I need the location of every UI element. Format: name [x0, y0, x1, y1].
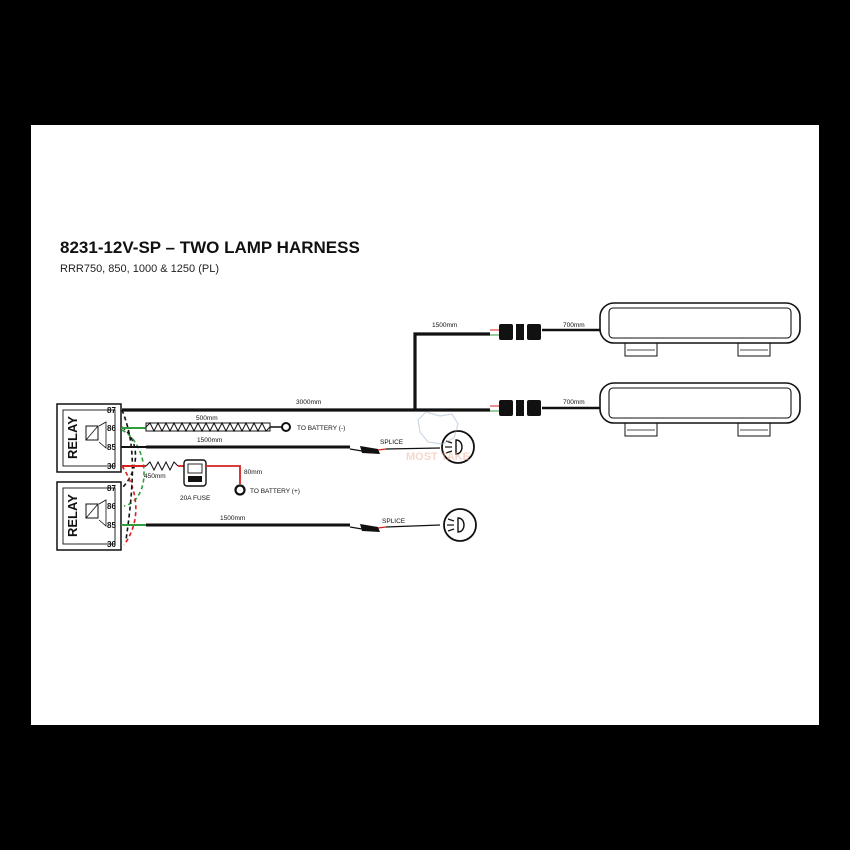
length-fuse-lead: 450mm [144, 473, 166, 480]
relay-label: RELAY [65, 494, 80, 537]
relay-pin: 85 [107, 521, 116, 530]
relay-jumpers [121, 409, 145, 546]
svg-text:MOST TAKE: MOST TAKE [406, 451, 470, 463]
relay-pin: 86 [107, 424, 116, 433]
relay-2: RELAY 87 86 85 30 [56, 481, 122, 551]
watermark-logo: MOST TAKE [406, 411, 470, 463]
length-lamp1-lead: 700mm [563, 322, 585, 329]
ring-terminal-icon [234, 484, 246, 496]
length-battery-pos: 80mm [244, 469, 262, 476]
label-to-battery-pos: TO BATTERY (+) [250, 488, 300, 495]
relay-1: RELAY 87 86 85 30 [56, 403, 122, 473]
connector-icon [490, 400, 541, 416]
length-main: 3000mm [296, 399, 321, 406]
ring-terminal-icon [281, 422, 291, 432]
light-bar-icon [599, 302, 801, 357]
relay-pin: 85 [107, 443, 116, 452]
battery-pos-wire [206, 465, 241, 484]
light-bar-icon [599, 382, 801, 437]
lamp1-branch-wire [413, 332, 490, 410]
length-lamp1-branch: 1500mm [432, 322, 457, 329]
fuse-icon [183, 459, 207, 487]
connector-icon [490, 324, 541, 340]
relay-pin: 87 [107, 484, 116, 493]
splice-icon [349, 524, 441, 532]
label-splice-2: SPLICE [382, 518, 406, 525]
label-fuse: 20A FUSE [180, 495, 211, 502]
length-switch2: 1500mm [220, 515, 245, 522]
length-lamp2-lead: 700mm [563, 399, 585, 406]
diagram-title: 8231-12V-SP – TWO LAMP HARNESS [60, 238, 360, 257]
relay-pin: 30 [107, 540, 116, 549]
label-splice-1: SPLICE [380, 439, 404, 446]
relay-pin: 87 [107, 406, 116, 415]
label-to-battery-neg: TO BATTERY (-) [297, 425, 345, 432]
diagram-subtitle: RRR750, 850, 1000 & 1250 (PL) [60, 263, 219, 275]
diagram-sheet [31, 125, 819, 725]
relay-pin: 86 [107, 502, 116, 511]
negative-lead [145, 421, 282, 433]
relay-pin: 30 [107, 462, 116, 471]
length-switch1: 1500mm [197, 437, 222, 444]
length-negative: 500mm [196, 415, 218, 422]
splice-icon [349, 446, 441, 454]
headlight-icon [441, 430, 475, 464]
relay-label: RELAY [65, 416, 80, 459]
pin-stubs [121, 427, 146, 526]
headlight-icon [443, 508, 477, 542]
fuse-lead [145, 460, 184, 472]
